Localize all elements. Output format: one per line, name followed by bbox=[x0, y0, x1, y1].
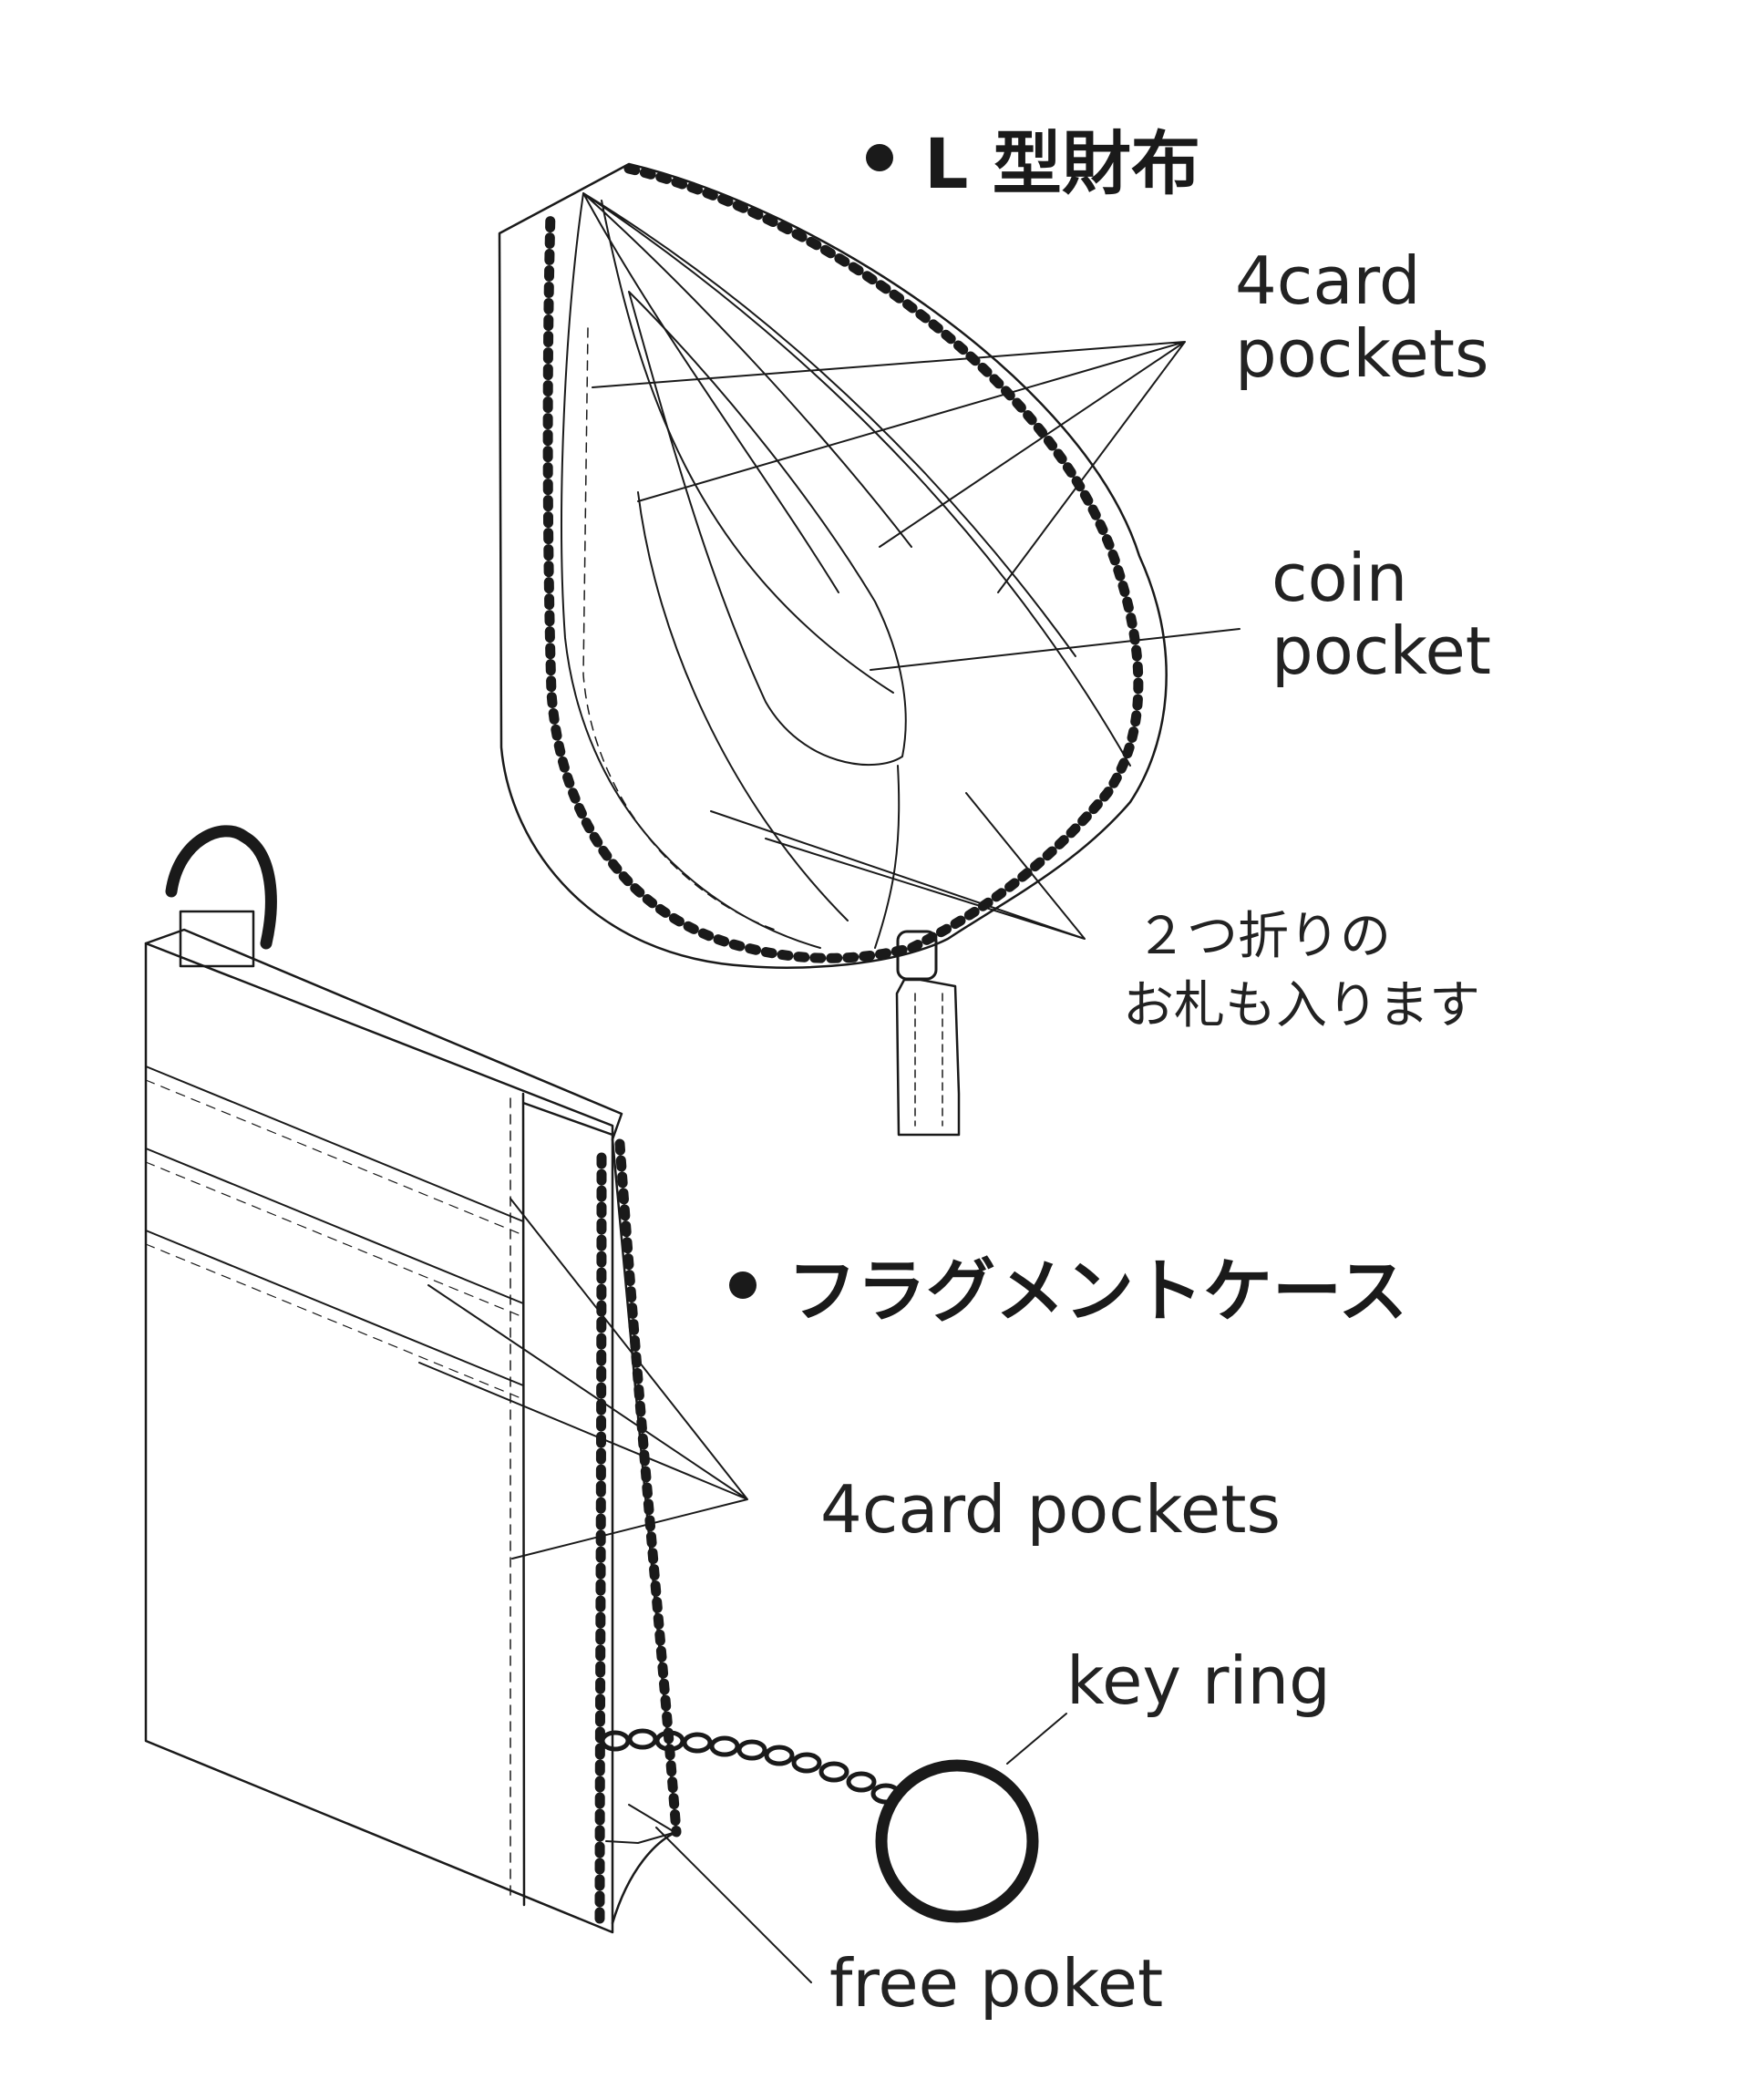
wallet-coin-pocket-line-2: pocket bbox=[1271, 612, 1491, 689]
key-ring bbox=[875, 1759, 1039, 1923]
case-card-pockets-label: 4card pockets bbox=[820, 1471, 1281, 1548]
case-front-face bbox=[144, 942, 614, 1934]
key-chain bbox=[600, 1728, 901, 1805]
bullet-icon bbox=[729, 1271, 757, 1299]
wallet-bill-leaders bbox=[710, 792, 1086, 940]
wallet-heading: L 型財布 bbox=[866, 108, 1200, 208]
free-pocket-leader bbox=[655, 1827, 812, 1983]
wallet-back-panel bbox=[561, 192, 821, 949]
case-card-slots bbox=[145, 1065, 524, 1386]
case-card-leaders bbox=[418, 1198, 748, 1560]
wallet-stitch bbox=[582, 327, 776, 931]
wallet-card-pockets bbox=[582, 192, 1131, 767]
case-top-edge bbox=[144, 928, 623, 1141]
wallet-coin-pocket bbox=[628, 291, 907, 767]
wallet-bill-compartment bbox=[637, 491, 901, 949]
wallet-coin-leader bbox=[870, 628, 1240, 671]
case-card-slot-stitch bbox=[145, 1079, 524, 1400]
wallet-coin-pocket-line-1: coin bbox=[1271, 540, 1408, 616]
wallet-card-pockets-line-2: pockets bbox=[1235, 315, 1489, 392]
wallet-bill-note-line-2: お札も入ります bbox=[1123, 975, 1480, 1035]
wallet-bill-note-line-1: ２つ折りの bbox=[1136, 907, 1391, 966]
bullet-icon bbox=[866, 144, 893, 171]
fragment-case-title: フラグメントケース bbox=[788, 1251, 1408, 1332]
wallet-card-pockets-line-1: 4card bbox=[1235, 242, 1421, 319]
key-ring-label: key ring bbox=[1066, 1642, 1331, 1719]
case-side-panel bbox=[521, 1092, 614, 1907]
case-gusset bbox=[611, 1138, 678, 1925]
l-wallet-drawing bbox=[498, 162, 1240, 1137]
wallet-zipper bbox=[542, 163, 1144, 963]
wallet-coin-pocket-label: coin pocket bbox=[1271, 545, 1491, 684]
free-pocket-label: free poket bbox=[829, 1945, 1164, 2022]
wallet-card-pockets-label: 4card pockets bbox=[1235, 248, 1489, 386]
d-ring-tab bbox=[179, 910, 255, 968]
key-ring-leader bbox=[1006, 1713, 1067, 1765]
fragment-case-heading: フラグメントケース bbox=[729, 1235, 1407, 1335]
wallet-outer-body bbox=[498, 162, 1168, 969]
zipper-pull bbox=[895, 930, 961, 1137]
wallet-title: L 型財布 bbox=[924, 123, 1200, 204]
wallet-bill-note: ２つ折りの お札も入ります bbox=[1123, 902, 1480, 1040]
d-ring bbox=[165, 825, 277, 950]
fragment-case-drawing bbox=[144, 825, 1067, 1983]
wallet-card-leaders bbox=[592, 341, 1186, 593]
